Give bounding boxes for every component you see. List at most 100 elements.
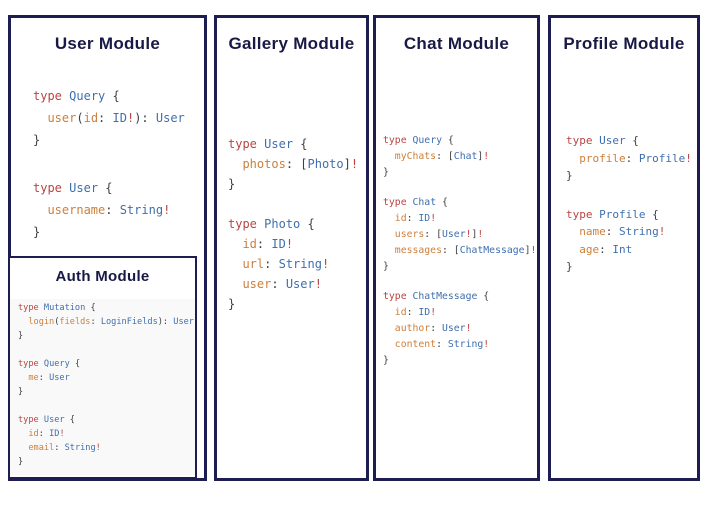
- module-gallery-code: type User { photos: [Photo]! } type Phot…: [217, 134, 366, 314]
- code-token: !: [658, 225, 666, 238]
- code-token: String: [447, 339, 484, 350]
- code-token: ID: [418, 213, 431, 224]
- code-token: :: [105, 203, 120, 217]
- code-token: [566, 225, 579, 238]
- code-token: LoginFields: [100, 317, 158, 327]
- code-token: name: [579, 225, 606, 238]
- code-token: User: [155, 111, 185, 125]
- code-token: type: [18, 303, 39, 313]
- code-token: fields: [59, 317, 91, 327]
- code-token: username: [47, 203, 106, 217]
- code-token: : [: [436, 151, 454, 162]
- code-token: !: [321, 257, 330, 271]
- code-group: type User { id: ID! email: String! }: [18, 413, 195, 469]
- code-token: !: [465, 229, 472, 240]
- code-token: Query: [69, 89, 106, 103]
- code-token: }: [228, 297, 236, 311]
- code-token: ]: [477, 151, 484, 162]
- code-token: Photo: [264, 217, 301, 231]
- code-token: type: [228, 137, 257, 151]
- code-token: id: [394, 307, 407, 318]
- code-token: :: [436, 339, 448, 350]
- code-token: Query: [412, 135, 443, 146]
- code-token: (: [76, 111, 84, 125]
- code-token: : [: [285, 157, 308, 171]
- code-group: type Mutation { login(fields: LoginField…: [18, 301, 195, 343]
- code-token: }: [33, 133, 41, 147]
- code-token: {: [293, 137, 308, 151]
- code-token: [228, 157, 242, 171]
- code-token: :: [38, 429, 50, 439]
- code-token: {: [477, 291, 490, 302]
- code-token: [383, 151, 395, 162]
- code-token: type: [383, 291, 407, 302]
- code-token: [18, 429, 28, 439]
- code-token: !: [314, 277, 322, 291]
- code-token: User: [173, 317, 194, 327]
- code-token: : [: [441, 245, 460, 256]
- code-group: type Query { myChats: [Chat]! }: [383, 133, 537, 181]
- code-token: :: [98, 111, 113, 125]
- code-token: id: [28, 429, 39, 439]
- code-token: {: [645, 207, 659, 221]
- code-token: :: [625, 151, 639, 165]
- code-token: User: [264, 137, 294, 151]
- code-token: ]: [524, 245, 531, 256]
- code-token: Chat: [453, 151, 478, 162]
- code-token: ):: [134, 111, 156, 125]
- code-token: user: [242, 277, 272, 291]
- code-token: [566, 152, 579, 165]
- module-gallery: Gallery Module type User { photos: [Phot…: [214, 15, 369, 481]
- code-token: [383, 323, 395, 334]
- module-auth: Auth Module type Mutation { login(fields…: [8, 256, 197, 479]
- code-token: ID: [112, 111, 127, 125]
- code-token: {: [64, 415, 75, 425]
- code-token: author: [394, 323, 431, 334]
- code-token: messages: [394, 245, 442, 256]
- module-chat-code: type Query { myChats: [Chat]! } type Cha…: [376, 133, 537, 369]
- code-token: !: [95, 443, 101, 453]
- code-token: (: [54, 317, 60, 327]
- code-token: [566, 243, 579, 256]
- code-token: :: [605, 225, 619, 238]
- module-user: User Module type Query { user(id: ID!): …: [8, 15, 207, 481]
- module-profile-code: type User { profile: Profile! } type Pro…: [551, 132, 697, 276]
- code-token: }: [383, 355, 389, 366]
- code-token: Profile: [638, 151, 686, 165]
- code-token: }: [228, 177, 236, 191]
- code-token: Mutation: [43, 303, 86, 313]
- code-token: [18, 373, 28, 383]
- code-token: type: [18, 415, 39, 425]
- code-token: ChatMessage: [412, 291, 478, 302]
- code-token: }: [18, 457, 24, 467]
- code-token: }: [18, 331, 24, 341]
- code-token: type: [228, 217, 257, 231]
- code-token: :: [264, 257, 279, 271]
- code-token: String: [119, 203, 164, 217]
- code-token: : [: [424, 229, 442, 240]
- code-token: content: [394, 339, 437, 350]
- code-group: type User { profile: Profile! }: [566, 132, 697, 185]
- code-token: !: [685, 151, 692, 165]
- code-token: ]: [343, 157, 351, 171]
- code-token: id: [83, 111, 99, 125]
- code-token: photos: [242, 157, 286, 171]
- code-token: !: [285, 237, 294, 251]
- code-token: id: [394, 213, 407, 224]
- code-token: [383, 213, 395, 224]
- code-token: {: [300, 217, 315, 231]
- code-token: :: [406, 213, 419, 224]
- code-token: [18, 443, 28, 453]
- code-group: type ChatMessage { id: ID! author: User!…: [383, 289, 537, 369]
- code-token: {: [98, 181, 113, 195]
- code-token: [383, 229, 395, 240]
- code-token: :: [38, 373, 50, 383]
- module-user-code: type Query { user(id: ID!): User } type …: [11, 85, 204, 243]
- module-auth-title: Auth Module: [55, 268, 150, 285]
- code-token: {: [69, 359, 81, 369]
- code-token: User: [69, 181, 99, 195]
- code-group: type Query { user(id: ID!): User }: [33, 85, 204, 151]
- code-group: type User { photos: [Photo]! }: [228, 134, 366, 194]
- code-token: [228, 257, 242, 271]
